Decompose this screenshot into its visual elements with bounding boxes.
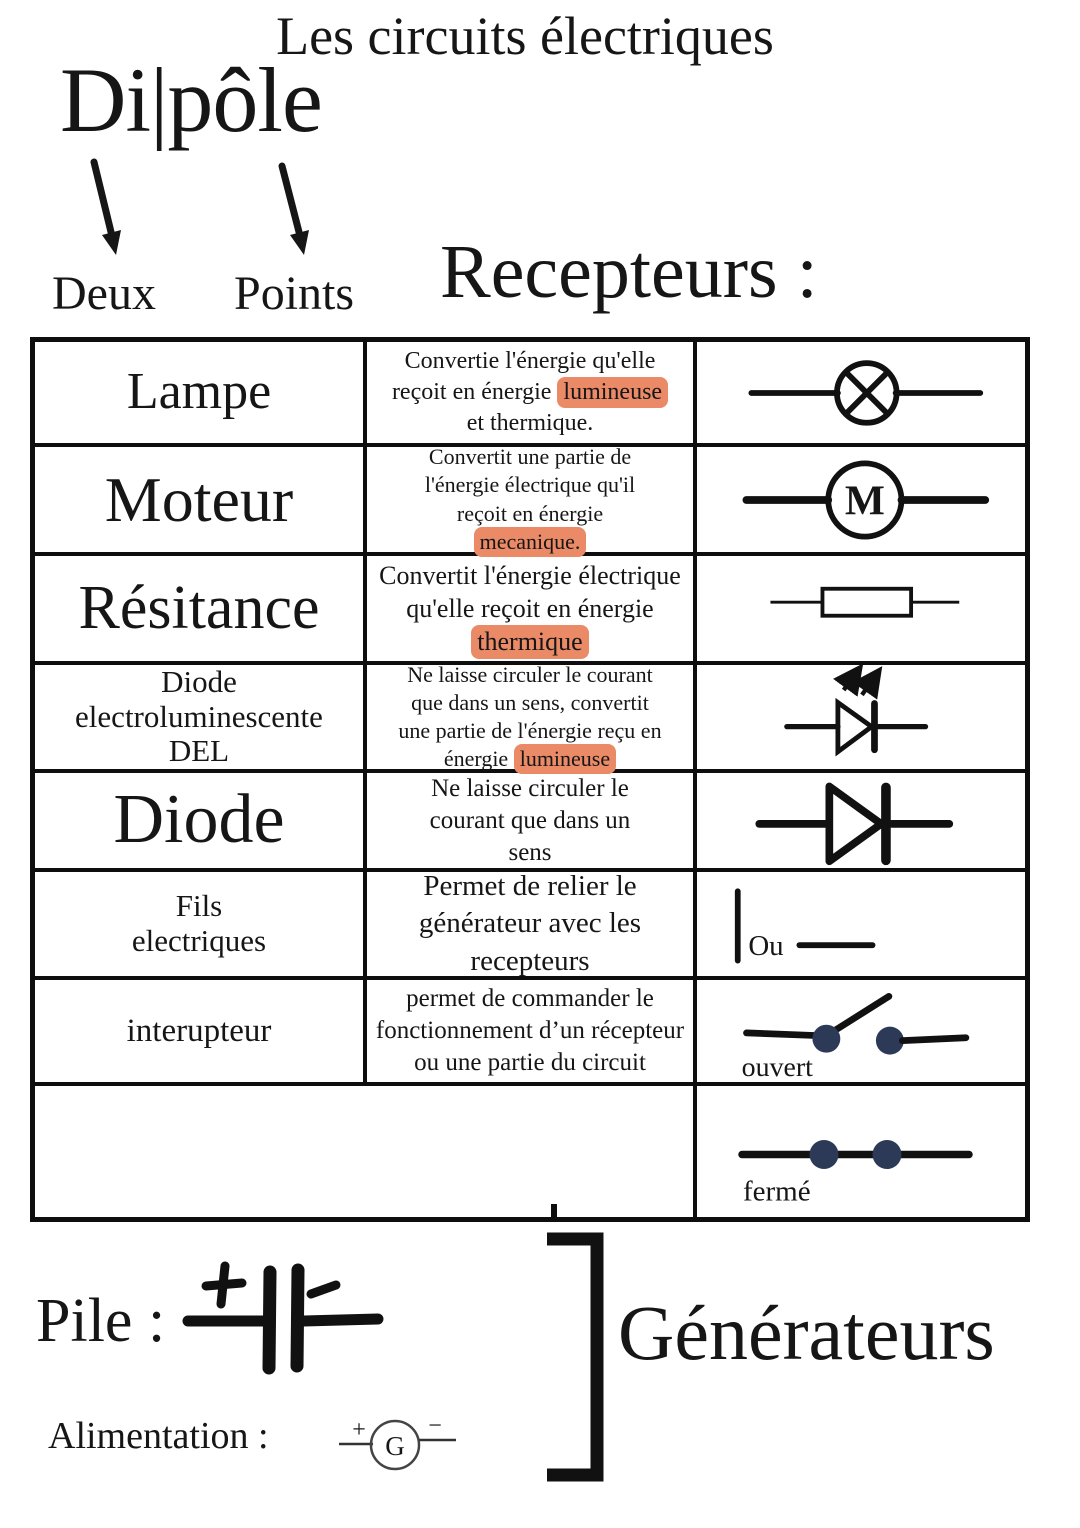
table-row-symbol <box>697 773 1025 872</box>
table-row-desc: Convertit une partie de l'énergie électr… <box>367 444 697 557</box>
table-row-desc: Ne laisse circuler le courant que dans u… <box>367 662 697 775</box>
generators-bracket-icon <box>547 1232 604 1482</box>
highlighted-word: lumineuse <box>513 744 617 775</box>
dipole-word: Di|pôle <box>60 49 323 151</box>
table-row-symbol: fermé <box>697 1086 1025 1217</box>
dipole-description: permet de commander le fonctionnement d’… <box>375 985 685 1076</box>
column-divider-stub <box>551 1204 557 1217</box>
table-row-name: Résitance <box>35 556 367 665</box>
table-row-name: interupteur <box>35 980 367 1086</box>
label-points: Points <box>234 267 355 320</box>
pile-label: Pile : <box>36 1287 166 1355</box>
motor-symbol-icon: M <box>742 460 990 540</box>
generators-heading: Générateurs <box>618 1289 995 1376</box>
minus-sign: − <box>428 1413 442 1439</box>
dipole-description: Convertit une partie de l'énergie électr… <box>408 443 653 557</box>
table-row-symbol: Ou <box>697 872 1025 980</box>
dipole-description: Convertit l'énergie électrique qu'elle r… <box>375 559 685 660</box>
table-row-name: Diode <box>35 773 367 872</box>
alimentation-label: Alimentation : <box>48 1415 269 1457</box>
page-title: Les circuits électriques <box>276 6 774 66</box>
led-symbol-icon <box>784 665 929 757</box>
table-row-desc: Permet de relier le générateur avec les … <box>367 870 697 980</box>
table-row-symbol <box>697 342 1025 447</box>
switch-closed-label: fermé <box>743 1176 811 1208</box>
dipole-description: Ne laisse circuler le courant que dans u… <box>429 774 631 866</box>
resistor-symbol-icon <box>770 586 960 618</box>
table-row-desc: Convertit l'énergie électrique qu'elle r… <box>367 556 697 665</box>
wire-symbol-icon: Ou <box>734 888 876 964</box>
dipole-name: Résitance <box>78 573 320 642</box>
battery-symbol-icon <box>182 1261 384 1375</box>
empty-cell <box>35 1086 697 1217</box>
dipole-arrows-icon <box>90 158 309 255</box>
dipoles-table: Lampe Convertie l'énergie qu'elle reçoit… <box>30 337 1030 1222</box>
dipole-description: Convertie l'énergie qu'elle reçoit en én… <box>390 346 670 438</box>
plus-sign: + <box>352 1417 366 1443</box>
highlighted-word: mecanique. <box>473 526 587 557</box>
table-row-name: Lampe <box>35 342 367 447</box>
highlighted-word: thermique <box>471 625 589 660</box>
table-row-symbol: M <box>697 447 1025 556</box>
dipole-description: Ne laisse circuler le courant que dans u… <box>398 661 663 775</box>
switch-closed-symbol-icon: fermé <box>738 1140 973 1208</box>
diode-symbol-icon <box>755 782 954 866</box>
power-supply-symbol-icon: + G − <box>339 1413 456 1471</box>
dipole-name: interupteur <box>126 1012 272 1049</box>
dipole-name: Lampe <box>126 363 272 421</box>
dipole-name: Diode electroluminescente DEL <box>75 663 323 769</box>
dipole-name: Diode <box>113 781 285 859</box>
table-row-name: Diode electroluminescente DEL <box>35 663 367 773</box>
generator-letter: G <box>385 1431 405 1461</box>
receptors-heading: Recepteurs : <box>440 230 818 314</box>
label-deux: Deux <box>52 267 156 320</box>
table-row-symbol <box>697 665 1025 773</box>
switch-open-symbol-icon: ouvert <box>742 992 970 1082</box>
motor-letter: M <box>845 477 885 524</box>
wire-or-label: Ou <box>748 930 783 962</box>
dipole-name: Moteur <box>104 463 294 535</box>
table-row-desc: Ne laisse circuler le courant que dans u… <box>367 773 697 872</box>
table-row-desc: permet de commander le fonctionnement d’… <box>367 980 697 1086</box>
dipole-name: Fils electriques <box>131 888 267 958</box>
table-row-symbol <box>697 556 1025 665</box>
highlighted-word: lumineuse <box>557 377 669 409</box>
table-row-symbol: ouvert <box>697 980 1025 1086</box>
table-row-name: Moteur <box>35 447 367 556</box>
dipole-description: Permet de relier le générateur avec les … <box>418 870 642 977</box>
table-row-desc: Convertie l'énergie qu'elle reçoit en én… <box>367 342 697 447</box>
lamp-symbol-icon <box>748 360 984 426</box>
switch-open-label: ouvert <box>742 1052 814 1082</box>
table-row-name: Fils electriques <box>35 872 367 980</box>
